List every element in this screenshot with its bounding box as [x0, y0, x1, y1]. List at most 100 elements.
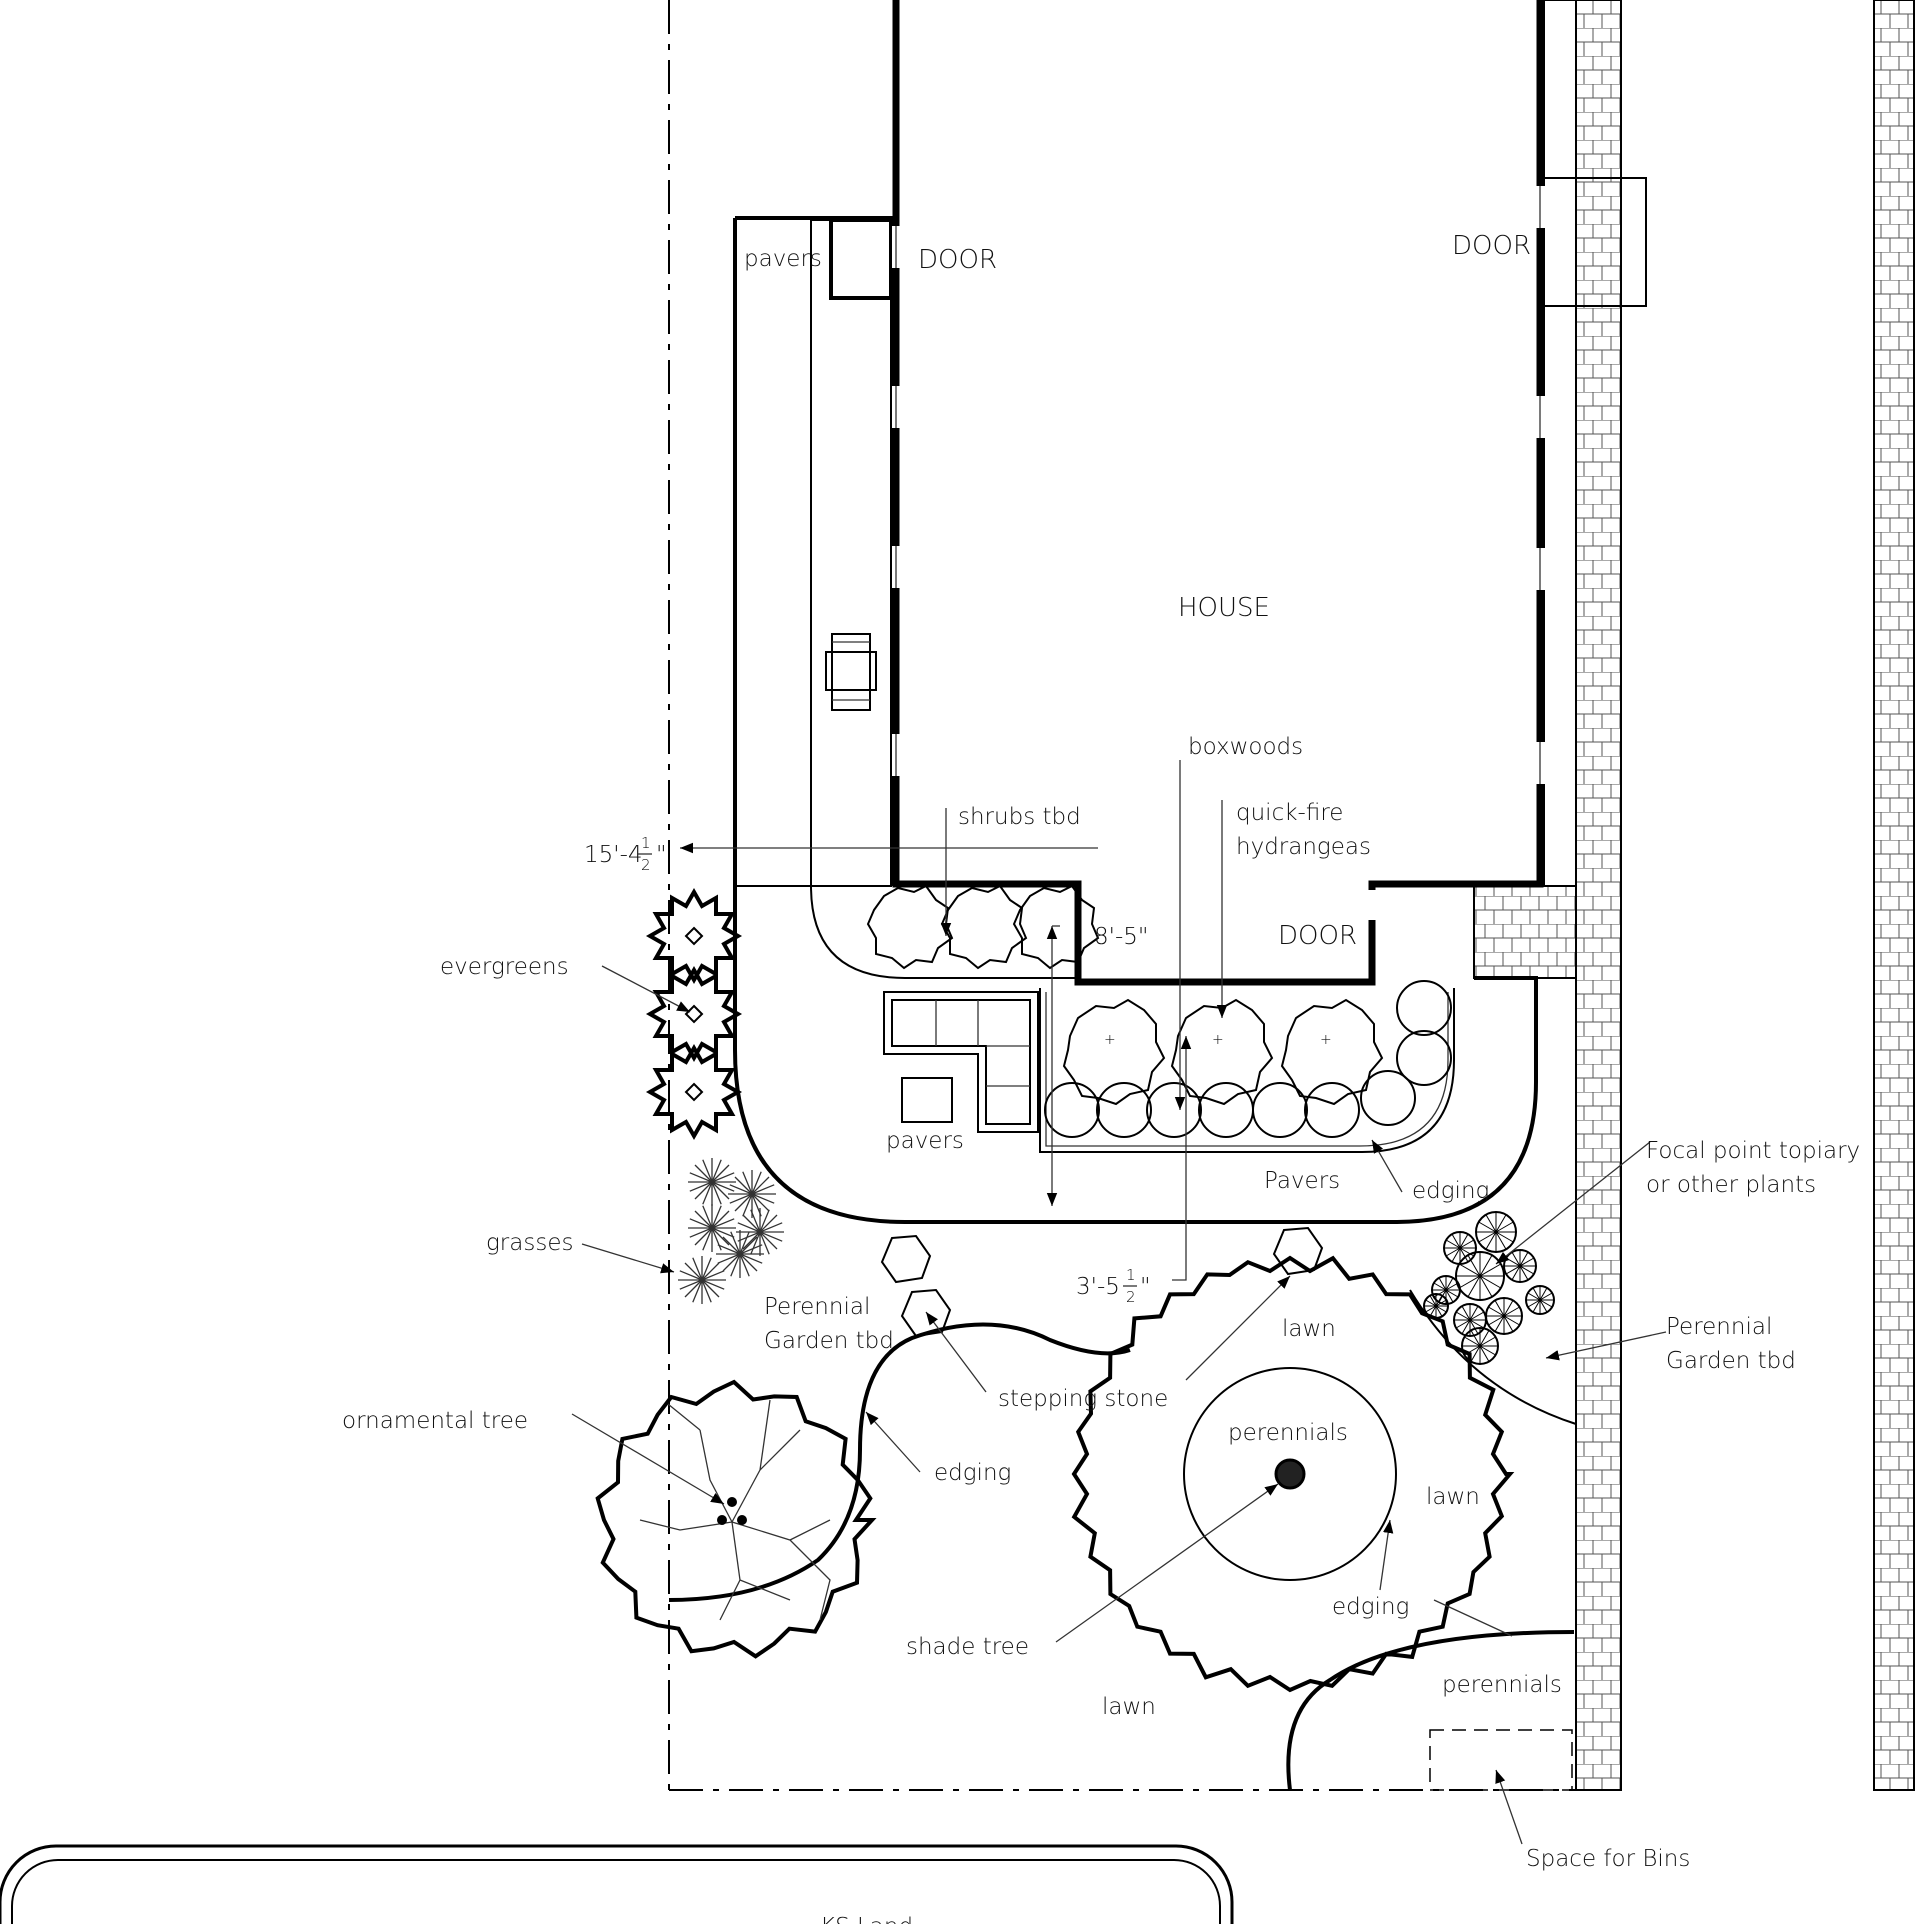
- evergreens: [645, 887, 743, 1141]
- focal-label-2: or other plants: [1646, 1172, 1816, 1198]
- grass-blade: [711, 1227, 735, 1238]
- grass-blade: [729, 1193, 753, 1204]
- grass-blade: [717, 1253, 741, 1264]
- lawn-east-label: lawn: [1426, 1484, 1480, 1510]
- dim-offset-frac-num: 1: [1126, 1266, 1136, 1284]
- grass-blade: [689, 1181, 713, 1192]
- perennial-garden-edge-west: [668, 1322, 1131, 1602]
- grass-blade: [751, 1171, 762, 1195]
- edging-lawn-west-label: edging: [934, 1460, 1011, 1486]
- perennials-corner-bed: [1286, 1630, 1575, 1791]
- grass-blade: [679, 1279, 703, 1290]
- grass-blade: [739, 1253, 758, 1272]
- stepping-stone-label: stepping stone: [998, 1386, 1168, 1412]
- grass-blade: [742, 1214, 761, 1233]
- grass-blade: [711, 1227, 722, 1251]
- planter-bed-inner: [1045, 992, 1449, 1147]
- grass-blade: [689, 1218, 713, 1229]
- grass-blade: [701, 1279, 712, 1303]
- pavers-walk-label: Pavers: [1264, 1168, 1340, 1194]
- grass-blade: [722, 1236, 741, 1255]
- top-step: [829, 218, 893, 300]
- bin-space: [1429, 1729, 1573, 1791]
- edging-patio-label: edging: [1412, 1178, 1489, 1204]
- grass-blade: [701, 1270, 725, 1281]
- title-block-text: KS Land: [820, 1914, 913, 1924]
- focal-label-1: Focal point topiary: [1646, 1138, 1860, 1164]
- lawn-south-label: lawn: [1102, 1694, 1156, 1720]
- perennials-center-label: perennials: [1228, 1420, 1348, 1446]
- grass-blade: [694, 1164, 713, 1183]
- grass-blade: [739, 1253, 763, 1264]
- svg-text:+: +: [1104, 1032, 1116, 1048]
- dim-width-inch: ": [656, 842, 667, 868]
- grass-blade: [692, 1279, 703, 1303]
- grass-blade: [751, 1184, 775, 1195]
- grass-blade: [750, 1231, 761, 1255]
- grass-blade: [702, 1159, 713, 1183]
- dim-offset-leader: [1172, 1272, 1187, 1281]
- house-label: HOUSE: [1178, 593, 1270, 623]
- grass-blade: [759, 1231, 778, 1250]
- ornamental-tree-label: ornamental tree: [342, 1408, 528, 1434]
- pavers-top-label: pavers: [744, 246, 822, 272]
- house-windows-west: [892, 226, 902, 776]
- leader-lines: [571, 760, 1667, 1845]
- grass-blade: [739, 1244, 763, 1255]
- dim-width-main: 15'-4: [584, 842, 643, 868]
- grass-blade: [759, 1231, 783, 1242]
- grasses: [678, 1158, 784, 1304]
- grass-blade: [711, 1172, 735, 1183]
- grass-blade: [701, 1262, 720, 1281]
- grass-blade: [759, 1209, 770, 1233]
- perennial-west-label-1: Perennial: [764, 1294, 870, 1320]
- grass-blade: [702, 1181, 713, 1205]
- grass-blade: [701, 1279, 720, 1298]
- pavers-patio-label: pavers: [886, 1128, 964, 1154]
- ornamental-tree-branches: [639, 1399, 831, 1621]
- grasses-label: grasses: [486, 1230, 573, 1256]
- door-south-label: DOOR: [1278, 921, 1357, 951]
- perennials-corner-label: perennials: [1442, 1672, 1562, 1698]
- boxwoods-label: boxwoods: [1188, 734, 1303, 760]
- grass-blade: [711, 1181, 722, 1205]
- grass-blade: [742, 1231, 761, 1250]
- dim-step-label: 8'-5": [1094, 924, 1148, 950]
- grass-blade: [679, 1270, 703, 1281]
- grass-blade: [734, 1176, 753, 1195]
- ornamental-tree-canopy: [595, 1379, 877, 1659]
- shade-tree-trunk: [1274, 1458, 1306, 1490]
- focal-topiary: [1423, 1211, 1555, 1365]
- grass-blade: [689, 1227, 713, 1238]
- evergreens-label: evergreens: [440, 954, 569, 980]
- grass-blade: [684, 1262, 703, 1281]
- door-west-label: DOOR: [918, 245, 997, 275]
- brick-landing: [1473, 885, 1577, 979]
- house-windows-east: [1535, 186, 1545, 784]
- perennial-east-label-1: Perennial: [1666, 1314, 1772, 1340]
- title-block-inner: [11, 1859, 1221, 1924]
- grass-blade: [739, 1231, 750, 1255]
- grass-blade: [751, 1193, 775, 1204]
- walk-inner-edge: [810, 218, 1076, 979]
- grass-blade: [722, 1253, 741, 1272]
- hydrangeas-label-2: hydrangeas: [1236, 834, 1371, 860]
- topiary-spoke: [1478, 1221, 1514, 1243]
- grass-blade: [737, 1231, 761, 1242]
- grass-blade: [742, 1171, 753, 1195]
- grass-blade: [689, 1172, 713, 1183]
- dim-offset-inch: ": [1140, 1274, 1151, 1300]
- grass-blade: [711, 1205, 722, 1229]
- hydrangeas: + + +: [1062, 998, 1384, 1106]
- topiary-spoke: [1488, 1306, 1520, 1326]
- grass-blade: [737, 1222, 761, 1233]
- grass-blade: [694, 1181, 713, 1200]
- grass-blade: [750, 1209, 761, 1233]
- grass-blade: [692, 1257, 703, 1281]
- grass-blade: [711, 1181, 730, 1200]
- topiary-spoke: [1505, 1257, 1535, 1275]
- grass-blade: [751, 1176, 770, 1195]
- grass-blade: [711, 1181, 735, 1192]
- grass-blade: [701, 1279, 725, 1290]
